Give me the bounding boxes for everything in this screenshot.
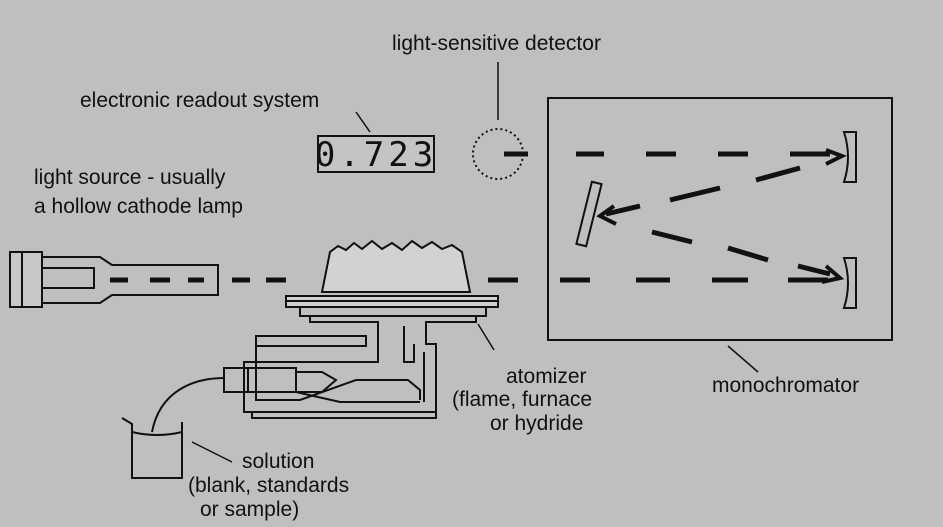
- detector-label: light-sensitive detector: [392, 32, 601, 55]
- diffraction-grating: [575, 180, 603, 248]
- readout-label: electronic readout system: [80, 89, 319, 112]
- leader-lines: [191, 62, 759, 463]
- solution-beaker: [121, 417, 183, 479]
- upper-mirror: [842, 131, 857, 183]
- burner-atomizer: [223, 295, 499, 419]
- atomizer-label-line3: or hydride: [490, 412, 583, 435]
- atomizer-label-line2: (flame, furnace: [452, 388, 592, 411]
- solution-label-line2: (blank, standards: [188, 474, 349, 497]
- lower-mirror: [842, 257, 857, 309]
- capillary-tube: [151, 377, 225, 433]
- light-beam-monochromator: [605, 165, 831, 277]
- solution-label-line1: solution: [242, 450, 314, 473]
- atomizer-label-line1: atomizer: [506, 365, 587, 388]
- beam-arrowheads: [596, 148, 847, 284]
- monochromator-box: [547, 97, 893, 341]
- solution-label-line3: or sample): [200, 498, 299, 521]
- light-source-label-line1: light source - usually: [34, 166, 226, 189]
- light-source-label-line2: a hollow cathode lamp: [34, 195, 243, 218]
- hollow-cathode-lamp: [9, 251, 219, 308]
- detector-circle: [472, 128, 524, 180]
- mirrors: [575, 131, 857, 309]
- readout-value: 0.723: [315, 135, 437, 175]
- flame: [320, 239, 472, 293]
- monochromator-label: monochromator: [712, 374, 859, 397]
- readout-display: [317, 135, 435, 173]
